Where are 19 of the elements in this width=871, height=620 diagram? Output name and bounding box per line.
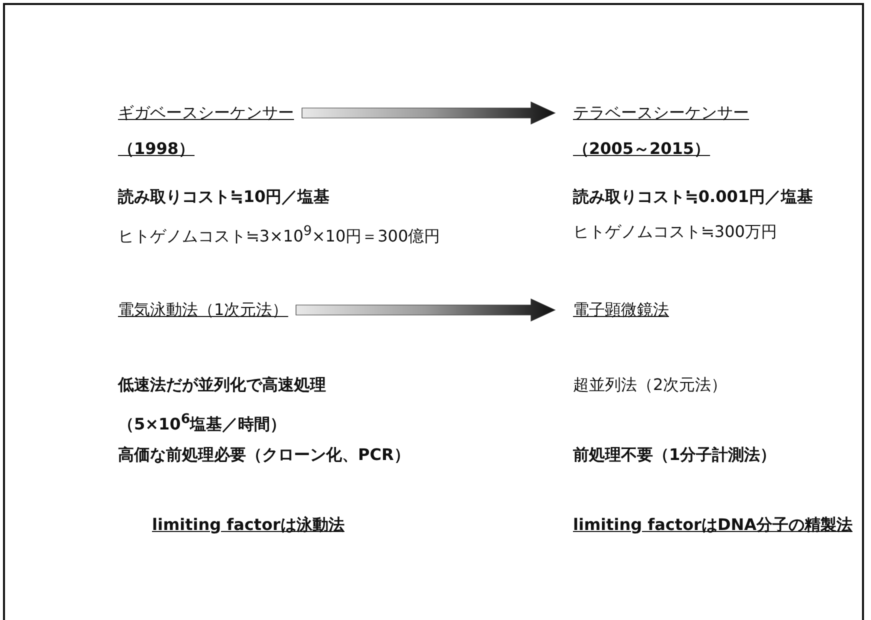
- note-text: 読み取りコスト≒0.001円／塩基: [573, 187, 814, 207]
- note-text: 超並列法（2次元法）: [573, 375, 728, 395]
- year-text: （2005～2015）: [573, 139, 710, 159]
- heading-text: 電気泳動法（1次元法）: [118, 300, 288, 320]
- block-arrow: [296, 298, 556, 322]
- note-text: ヒトゲノムコスト≒300万円: [573, 222, 777, 242]
- note-text: 前処理不要（1分子計測法）: [573, 445, 776, 465]
- note-text: limiting factorは泳動法: [152, 515, 344, 535]
- note-text: （5×10$^{6}$塩基／時間）: [118, 411, 286, 434]
- note-text: limiting factorはDNA分子の精製法: [573, 515, 852, 535]
- heading-text: ギガベースシーケンサー: [118, 103, 294, 123]
- note-text: 読み取りコスト≒10円／塩基: [118, 187, 330, 207]
- block-arrow: [302, 102, 556, 124]
- note-text: ヒトゲノムコスト≒3×10$^{9}$×10円＝300億円: [118, 223, 440, 246]
- note-text: 高価な前処理必要（クローン化、PCR）: [118, 445, 410, 465]
- heading-text: テラベースシーケンサー: [573, 103, 749, 123]
- heading-text: 電子顕微鏡法: [573, 300, 669, 320]
- year-text: （1998）: [118, 139, 195, 159]
- note-text: 低速法だが並列化で高速処理: [118, 375, 326, 395]
